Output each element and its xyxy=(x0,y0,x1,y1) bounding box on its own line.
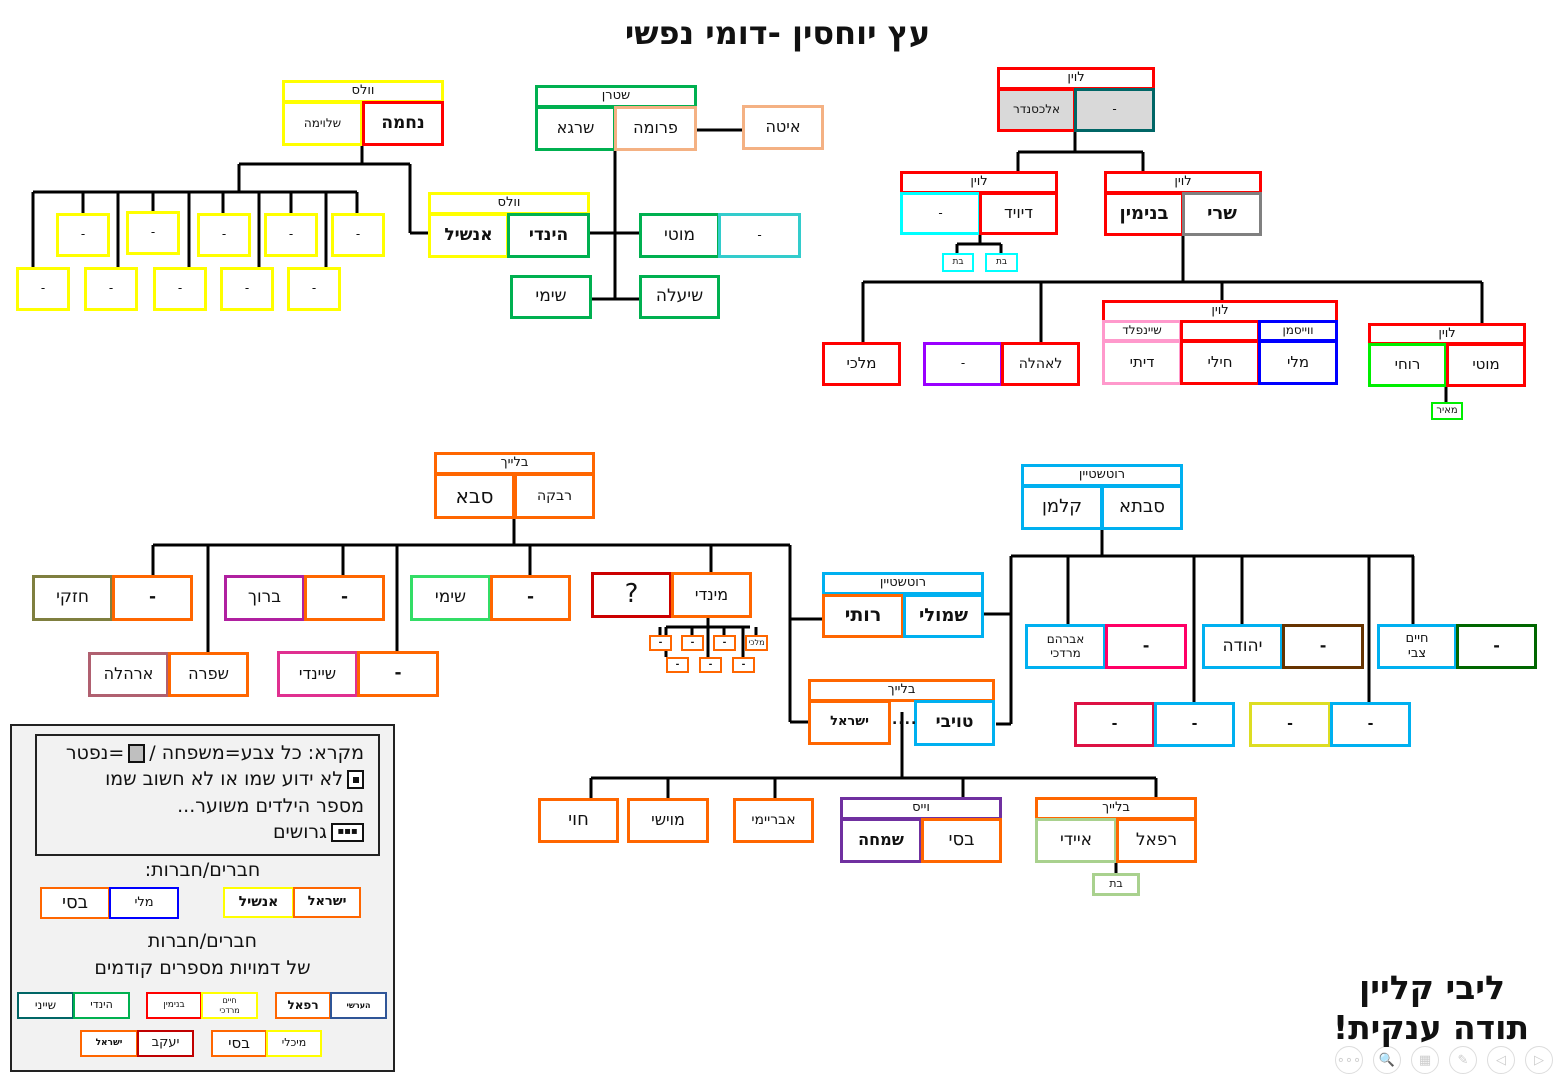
legend-line-divorced: ▪▪▪ גרושים xyxy=(273,821,364,843)
prev-friends-title-2: של דמויות מספרים קודמים xyxy=(94,957,311,979)
legend-line-estimate: מספר הילדים משוער... xyxy=(177,795,364,817)
zoom-icon[interactable]: 🔍 xyxy=(1373,1046,1401,1074)
friends-title: חברים/חברות: xyxy=(144,859,261,881)
legend-line-family: מקרא: כל צבע=משפחה / =נפטר xyxy=(66,742,364,764)
legend-deceased-text: =נפטר xyxy=(65,742,125,764)
divorced-marker: .... xyxy=(892,712,918,728)
legend-estimate-text: מספר הילדים משוער... xyxy=(177,795,364,817)
thanks-text: תודה ענקית! xyxy=(1333,1008,1529,1047)
page-title: עץ יוחסין -דומי נפשי xyxy=(624,14,931,52)
unknown-name-icon xyxy=(347,769,364,789)
legend-unknown-text: לא ידוע שמו או לא חשוב שמו xyxy=(105,768,343,790)
next-icon[interactable]: ▷ xyxy=(1525,1046,1553,1074)
legend-key: מקרא: כל צבע=משפחה / =נפטר לא ידוע שמו א… xyxy=(35,734,380,856)
legend-family-text: מקרא: כל צבע=משפחה / xyxy=(149,742,364,764)
deceased-swatch-icon xyxy=(128,743,146,763)
previous-icon[interactable]: ◁ xyxy=(1487,1046,1515,1074)
legend-divorced-text: גרושים xyxy=(272,821,327,843)
divorced-icon: ▪▪▪ xyxy=(331,822,364,842)
author-name: ליבי קליין xyxy=(1358,968,1505,1007)
pen-icon[interactable]: ✎ xyxy=(1449,1046,1477,1074)
legend-line-unknown: לא ידוע שמו או לא חשוב שמו xyxy=(105,768,364,790)
prev-friends-title-1: חברים/חברות xyxy=(147,930,258,952)
slides-icon[interactable]: ▦ xyxy=(1411,1046,1439,1074)
more-icon[interactable]: ∘∘∘ xyxy=(1335,1046,1363,1074)
